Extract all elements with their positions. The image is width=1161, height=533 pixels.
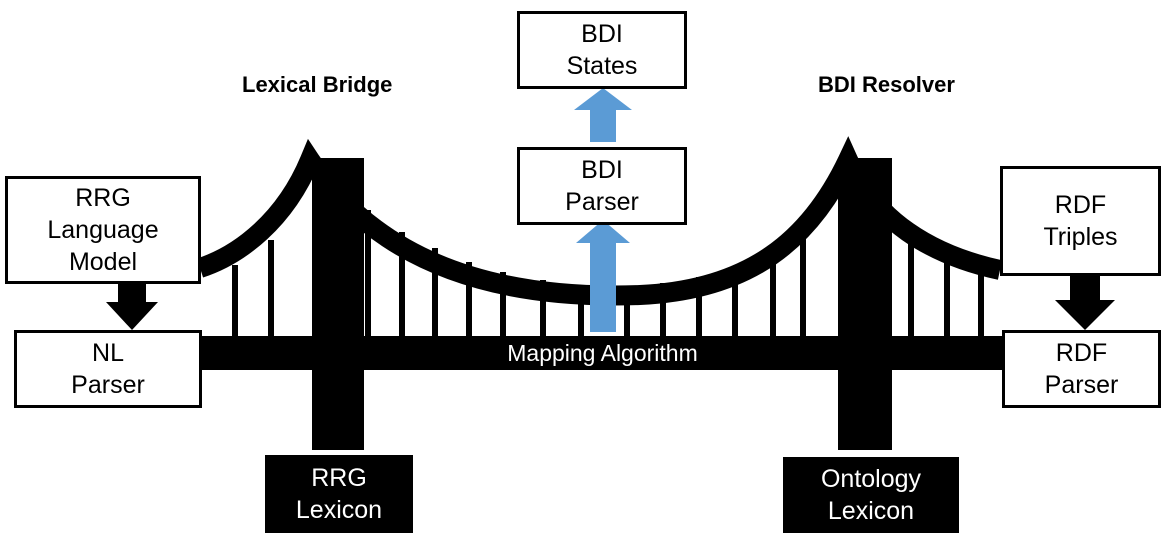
right-tower [838, 158, 892, 450]
bdi-states-box: BDI States [517, 11, 687, 89]
black-down-arrow-icon [1055, 276, 1115, 330]
box-line: Language [47, 216, 159, 244]
bdi-parser-box: BDI Parser [517, 147, 687, 225]
nl-parser-box: NL Parser [14, 330, 202, 408]
lexical-bridge-heading: Lexical Bridge [242, 72, 393, 97]
mapping-algorithm-label: Mapping Algorithm [507, 339, 698, 366]
rdf-triples-box: RDF Triples [1000, 166, 1161, 276]
rdf-parser-box: RDF Parser [1002, 330, 1161, 408]
box-line: Model [68, 248, 138, 276]
box-line: BDI [581, 156, 623, 184]
box-line: NL [92, 339, 124, 367]
box-line: RDF [1055, 339, 1108, 367]
box-line: Ontology [820, 465, 922, 493]
bdi-resolver-heading: BDI Resolver [818, 72, 955, 97]
blue-up-arrow-icon [576, 220, 630, 332]
box-line: RRG [311, 464, 367, 492]
bridge-hangers [232, 210, 984, 343]
box-line: Parser [71, 371, 145, 399]
box-line: Lexicon [295, 496, 383, 524]
box-line: Parser [565, 188, 639, 216]
rrg-language-model-box: RRG Language Model [5, 176, 201, 284]
left-tower [312, 158, 364, 450]
box-line: RDF [1054, 191, 1107, 219]
box-line: BDI [581, 20, 623, 48]
box-line: Triples [1043, 223, 1118, 251]
box-line: States [566, 52, 638, 80]
blue-up-arrow-icon [574, 88, 632, 142]
ontology-lexicon-box: Ontology Lexicon [783, 457, 959, 533]
box-line: Lexicon [827, 497, 915, 525]
box-line: RRG [75, 184, 131, 212]
box-line: Parser [1044, 371, 1119, 399]
rrg-lexicon-box: RRG Lexicon [265, 455, 413, 533]
black-down-arrow-icon [106, 283, 158, 330]
